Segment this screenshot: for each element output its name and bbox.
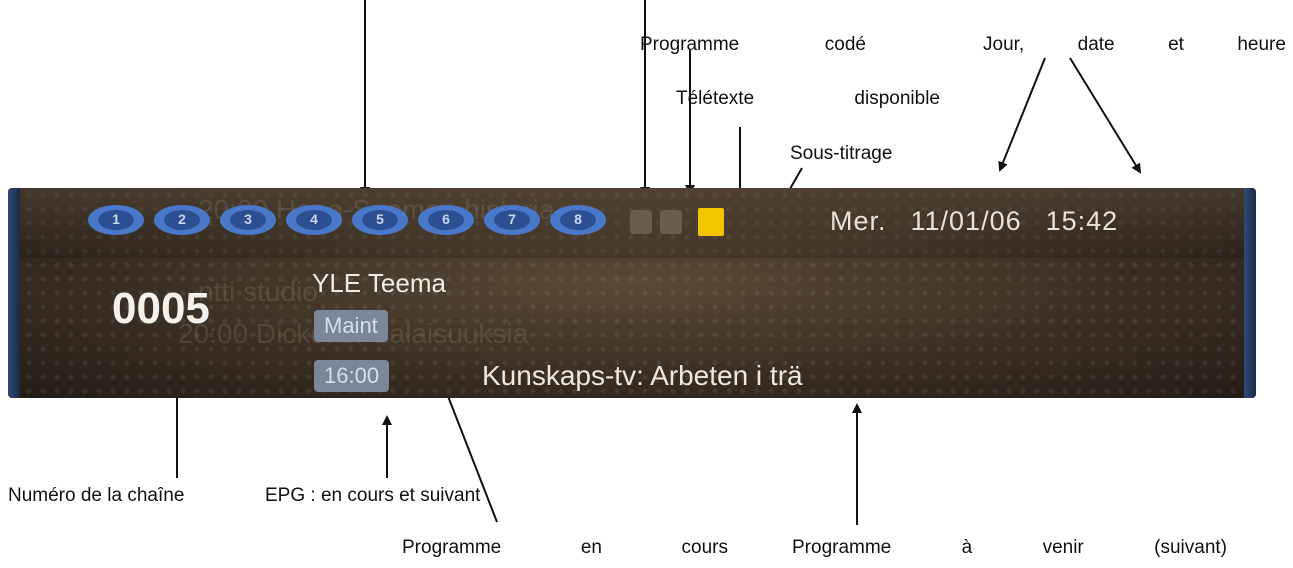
favorite-icon: 6 <box>416 202 476 238</box>
label-word: Télétexte <box>676 88 755 109</box>
next-programme-title: Kunskaps-tv: Arbeten i trä <box>482 360 803 391</box>
label-programme-a-venir: Programme à venir (suivant) <box>792 537 1227 559</box>
favorite-number: 8 <box>574 211 582 227</box>
favorite-number: 5 <box>376 211 384 227</box>
label-word: Programme <box>640 34 740 55</box>
label-word: à <box>961 537 973 558</box>
current-programme-tag: Maint <box>314 310 388 342</box>
ghost-text: ntti studio <box>198 276 318 307</box>
right-edge <box>1244 188 1256 398</box>
label-word: Jour, <box>983 34 1025 55</box>
label-programme-en-cours: Programme en cours <box>402 537 728 559</box>
label-word: date <box>1077 34 1115 55</box>
favorite-number: 1 <box>112 211 120 227</box>
label-epg: EPG : en cours et suivant <box>265 485 481 506</box>
label-teletexte: Télétexte disponible <box>676 88 940 110</box>
favorite-number: 6 <box>442 211 450 227</box>
favorite-number: 7 <box>508 211 516 227</box>
channel-name: YLE Teema <box>312 268 446 298</box>
favorite-lists: 1 2 3 4 5 6 7 8 <box>86 202 608 238</box>
favorite-number: 3 <box>244 211 252 227</box>
arrow-heure <box>1069 57 1142 174</box>
date: 11/01/06 <box>910 206 1022 236</box>
label-word: heure <box>1237 34 1286 55</box>
favorite-icon: 7 <box>482 202 542 238</box>
label-word: en <box>580 537 602 558</box>
label-numero-chaine: Numéro de la chaîne <box>8 485 185 506</box>
favorite-icon: 1 <box>86 202 146 238</box>
label-sous-titrage: Sous-titrage <box>790 143 893 164</box>
favorite-icon: 2 <box>152 202 212 238</box>
favorite-number: 2 <box>178 211 186 227</box>
favorite-icon: 4 <box>284 202 344 238</box>
datetime: Mer. 11/01/06 15:42 <box>830 206 1118 237</box>
lock-icon <box>630 210 652 234</box>
tv-osd-banner: 20:00 Hono-Suomen historia ntti studio 2… <box>8 188 1256 398</box>
label-word: cours <box>681 537 728 558</box>
next-programme-time: 16:00 <box>314 360 390 392</box>
teletext-icon <box>660 210 682 234</box>
status-icons <box>630 208 724 236</box>
channel-number: 0005 <box>112 284 210 333</box>
time: 15:42 <box>1045 206 1119 236</box>
left-edge <box>8 188 20 398</box>
label-word: venir <box>1042 537 1084 558</box>
favorite-icon: 3 <box>218 202 278 238</box>
label-word: codé <box>824 34 866 55</box>
label-word: (suivant) <box>1154 537 1227 558</box>
arrow-date <box>998 57 1046 172</box>
subtitle-icon <box>698 208 724 236</box>
day: Mer. <box>830 206 887 236</box>
favorite-icon: 8 <box>548 202 608 238</box>
favorite-number: 4 <box>310 211 318 227</box>
label-word: et <box>1168 34 1184 55</box>
favorite-icon: 5 <box>350 202 410 238</box>
label-word: Programme <box>402 537 502 558</box>
label-word: disponible <box>854 88 940 109</box>
label-jour-date-heure: Jour, date et heure <box>983 34 1286 56</box>
label-word: Programme <box>792 537 892 558</box>
label-programme-code: Programme codé <box>640 34 866 56</box>
